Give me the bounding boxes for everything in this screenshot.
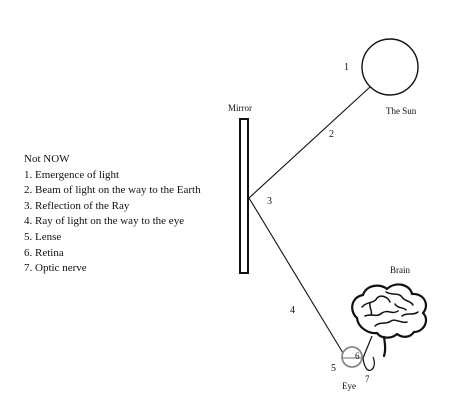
eye-icon — [341, 346, 363, 368]
marker-4: 4 — [290, 305, 295, 316]
brain-fold-3 — [364, 310, 399, 317]
mirror-bar — [239, 118, 249, 274]
optic-nerve-line — [362, 335, 373, 359]
legend-item: 6. Retina — [24, 246, 64, 259]
brain-fold-2 — [385, 291, 414, 306]
legend-item: 3. Reflection of the Ray — [24, 199, 130, 212]
brain-outline — [351, 283, 428, 339]
legend-item: 7. Optic nerve — [24, 262, 87, 275]
marker-6: 6 — [355, 351, 360, 361]
sun-label: The Sun — [386, 106, 417, 116]
ray-mirror-to-eye — [248, 197, 344, 354]
marker-7: 7 — [365, 374, 370, 384]
brain-icon — [351, 283, 428, 358]
brain-fold-6 — [394, 303, 407, 311]
legend-item: 4. Ray of light on the way to the eye — [24, 215, 185, 228]
marker-1: 1 — [344, 62, 349, 73]
ray-sun-to-mirror — [248, 86, 371, 199]
brain-fold-1 — [361, 295, 391, 308]
legend-heading: Not NOW — [24, 153, 70, 165]
brain-label: Brain — [390, 265, 410, 275]
eye-ball — [341, 346, 363, 368]
sun-circle — [361, 38, 419, 96]
legend-item: 1. Emergence of light — [24, 168, 120, 181]
brain-fold-7 — [369, 302, 373, 316]
brain-stem — [382, 335, 387, 358]
legend-item: 5. Lense — [24, 230, 62, 243]
legend-item: 2. Beam of light on the way to the Earth — [24, 184, 201, 197]
brain-fold-5 — [374, 319, 408, 327]
mirror-label: Mirror — [228, 103, 252, 113]
marker-3: 3 — [267, 196, 272, 207]
optic-nerve-loop — [362, 356, 375, 371]
legend: Not NOW 1. Emergence of light 2. Beam of… — [24, 152, 201, 277]
marker-2: 2 — [329, 129, 334, 140]
brain-fold-4 — [401, 311, 419, 317]
marker-5: 5 — [331, 363, 336, 374]
eye-label: Eye — [342, 381, 356, 391]
